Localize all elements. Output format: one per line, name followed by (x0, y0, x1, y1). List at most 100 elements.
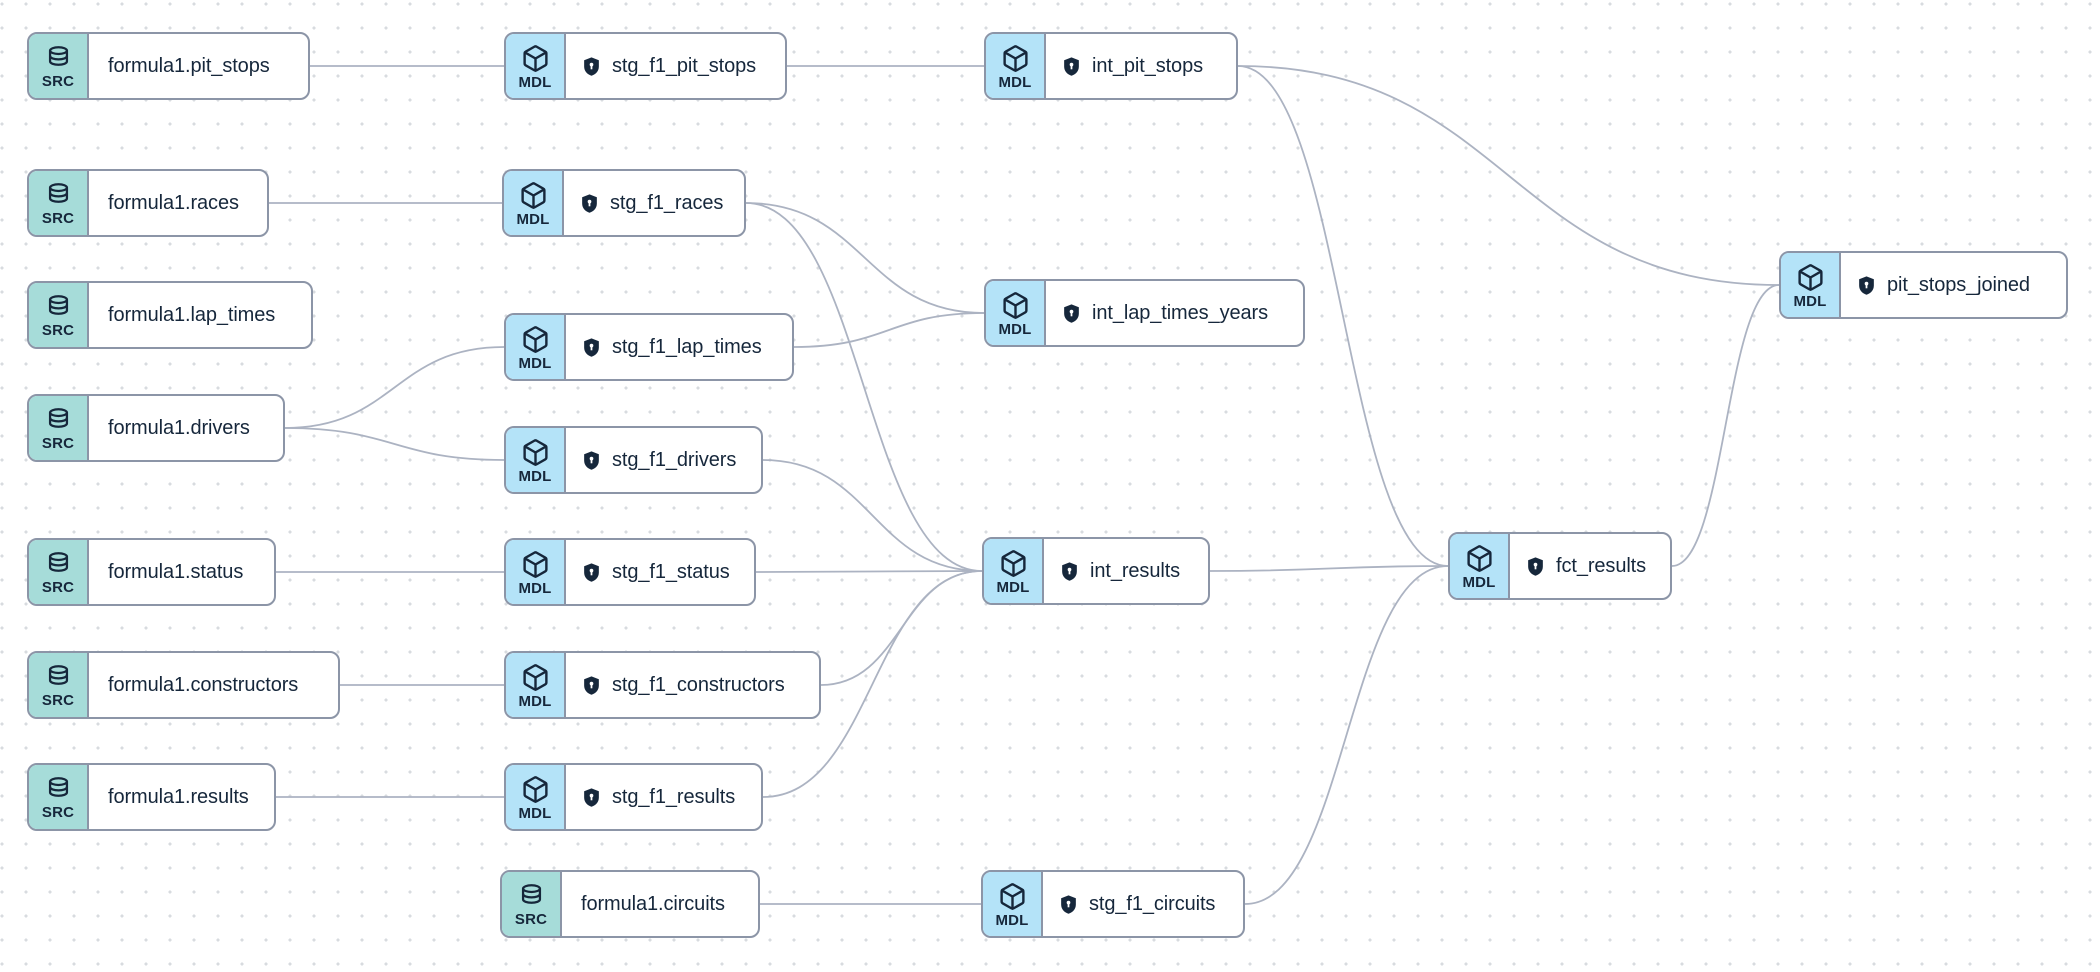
node-type-label: SRC (41, 209, 75, 227)
node-body: formula1.circuits (562, 872, 758, 936)
edge-stg-f1-results-to-int-results (762, 570, 983, 798)
node-stg-f1-drivers[interactable]: MDL stg_f1_drivers (504, 426, 763, 494)
node-name-label: formula1.results (108, 785, 249, 808)
node-body: pit_stops_joined (1841, 253, 2066, 317)
node-type-label: MDL (516, 210, 550, 228)
node-src-circuits[interactable]: SRC formula1.circuits (500, 870, 760, 938)
node-fct-results[interactable]: MDL fct_results (1448, 532, 1672, 600)
node-src-status[interactable]: SRC formula1.status (27, 538, 276, 606)
shield-lock-icon (581, 787, 602, 808)
node-body: formula1.drivers (89, 396, 283, 460)
node-type-label: MDL (1462, 573, 1496, 591)
node-body: stg_f1_lap_times (566, 315, 792, 379)
node-src-pit-stops[interactable]: SRC formula1.pit_stops (27, 32, 310, 100)
node-body: stg_f1_results (566, 765, 761, 829)
node-name-label: int_lap_times_years (1092, 301, 1268, 324)
node-stg-f1-pit-stops[interactable]: MDL stg_f1_pit_stops (504, 32, 787, 100)
node-name-label: int_results (1090, 559, 1181, 582)
node-name-label: stg_f1_constructors (612, 673, 785, 696)
node-stg-f1-constructors[interactable]: MDL stg_f1_constructors (504, 651, 821, 719)
node-body: stg_f1_pit_stops (566, 34, 785, 98)
node-body: formula1.pit_stops (89, 34, 308, 98)
edge-src-drivers-to-stg-f1-lap-times (284, 346, 505, 429)
node-stg-f1-status[interactable]: MDL stg_f1_status (504, 538, 756, 606)
node-body: stg_f1_circuits (1043, 872, 1243, 936)
node-body: formula1.status (89, 540, 274, 604)
node-type-label: SRC (41, 803, 75, 821)
node-type-label: MDL (518, 467, 552, 485)
node-type-badge: SRC (29, 283, 89, 347)
node-name-label: stg_f1_lap_times (612, 335, 762, 358)
node-int-results[interactable]: MDL int_results (982, 537, 1210, 605)
node-type-badge: MDL (506, 428, 566, 492)
node-name-label: stg_f1_circuits (1089, 892, 1216, 915)
node-int-lap-times-years[interactable]: MDL int_lap_times_years (984, 279, 1305, 347)
node-stg-f1-results[interactable]: MDL stg_f1_results (504, 763, 763, 831)
node-int-pit-stops[interactable]: MDL int_pit_stops (984, 32, 1238, 100)
node-type-label: MDL (998, 73, 1032, 91)
node-type-label: SRC (41, 321, 75, 339)
node-type-badge: MDL (1450, 534, 1510, 598)
node-type-badge: MDL (986, 281, 1046, 345)
node-src-results[interactable]: SRC formula1.results (27, 763, 276, 831)
node-type-label: MDL (518, 73, 552, 91)
node-src-races[interactable]: SRC formula1.races (27, 169, 269, 237)
cube-icon (521, 325, 550, 354)
node-body: formula1.lap_times (89, 283, 311, 347)
edge-stg-f1-circuits-to-fct-results (1244, 565, 1449, 905)
node-type-badge: MDL (506, 540, 566, 604)
node-src-constructors[interactable]: SRC formula1.constructors (27, 651, 340, 719)
cube-icon (1001, 44, 1030, 73)
shield-lock-icon (581, 562, 602, 583)
node-name-label: stg_f1_status (612, 560, 730, 583)
shield-lock-icon (1061, 303, 1082, 324)
edge-src-drivers-to-stg-f1-drivers (284, 427, 505, 461)
node-name-label: int_pit_stops (1092, 54, 1203, 77)
edge-fct-results-to-pit-stops-joined (1671, 284, 1780, 567)
node-body: int_lap_times_years (1046, 281, 1303, 345)
database-icon (45, 182, 72, 209)
node-type-badge: SRC (29, 765, 89, 829)
cube-icon (521, 438, 550, 467)
node-stg-f1-lap-times[interactable]: MDL stg_f1_lap_times (504, 313, 794, 381)
node-name-label: formula1.drivers (108, 416, 250, 439)
node-src-drivers[interactable]: SRC formula1.drivers (27, 394, 285, 462)
node-type-badge: SRC (29, 653, 89, 717)
node-type-badge: SRC (29, 396, 89, 460)
node-type-badge: MDL (506, 315, 566, 379)
node-type-badge: MDL (504, 171, 564, 235)
node-name-label: formula1.pit_stops (108, 54, 270, 77)
cube-icon (521, 775, 550, 804)
node-type-badge: MDL (506, 765, 566, 829)
edge-int-pit-stops-to-pit-stops-joined (1237, 65, 1780, 286)
node-type-label: MDL (518, 354, 552, 372)
node-type-badge: SRC (29, 171, 89, 235)
node-stg-f1-races[interactable]: MDL stg_f1_races (502, 169, 746, 237)
node-stg-f1-circuits[interactable]: MDL stg_f1_circuits (981, 870, 1245, 938)
node-type-badge: MDL (984, 539, 1044, 603)
node-body: stg_f1_status (566, 540, 754, 604)
shield-lock-icon (581, 337, 602, 358)
node-type-badge: SRC (29, 540, 89, 604)
node-type-label: SRC (41, 434, 75, 452)
database-icon (518, 883, 545, 910)
database-icon (45, 664, 72, 691)
node-src-lap-times[interactable]: SRC formula1.lap_times (27, 281, 313, 349)
node-pit-stops-joined[interactable]: MDL pit_stops_joined (1779, 251, 2068, 319)
node-type-label: SRC (514, 910, 548, 928)
database-icon (45, 294, 72, 321)
node-type-badge: SRC (29, 34, 89, 98)
node-type-label: MDL (518, 804, 552, 822)
shield-lock-icon (581, 450, 602, 471)
shield-lock-icon (581, 56, 602, 77)
edge-stg-f1-drivers-to-int-results (762, 459, 983, 572)
node-name-label: stg_f1_results (612, 785, 736, 808)
edge-int-results-to-fct-results (1209, 565, 1449, 572)
node-name-label: formula1.circuits (581, 892, 725, 915)
node-type-label: SRC (41, 578, 75, 596)
node-body: stg_f1_constructors (566, 653, 819, 717)
node-type-badge: MDL (506, 34, 566, 98)
node-type-label: MDL (996, 578, 1030, 596)
